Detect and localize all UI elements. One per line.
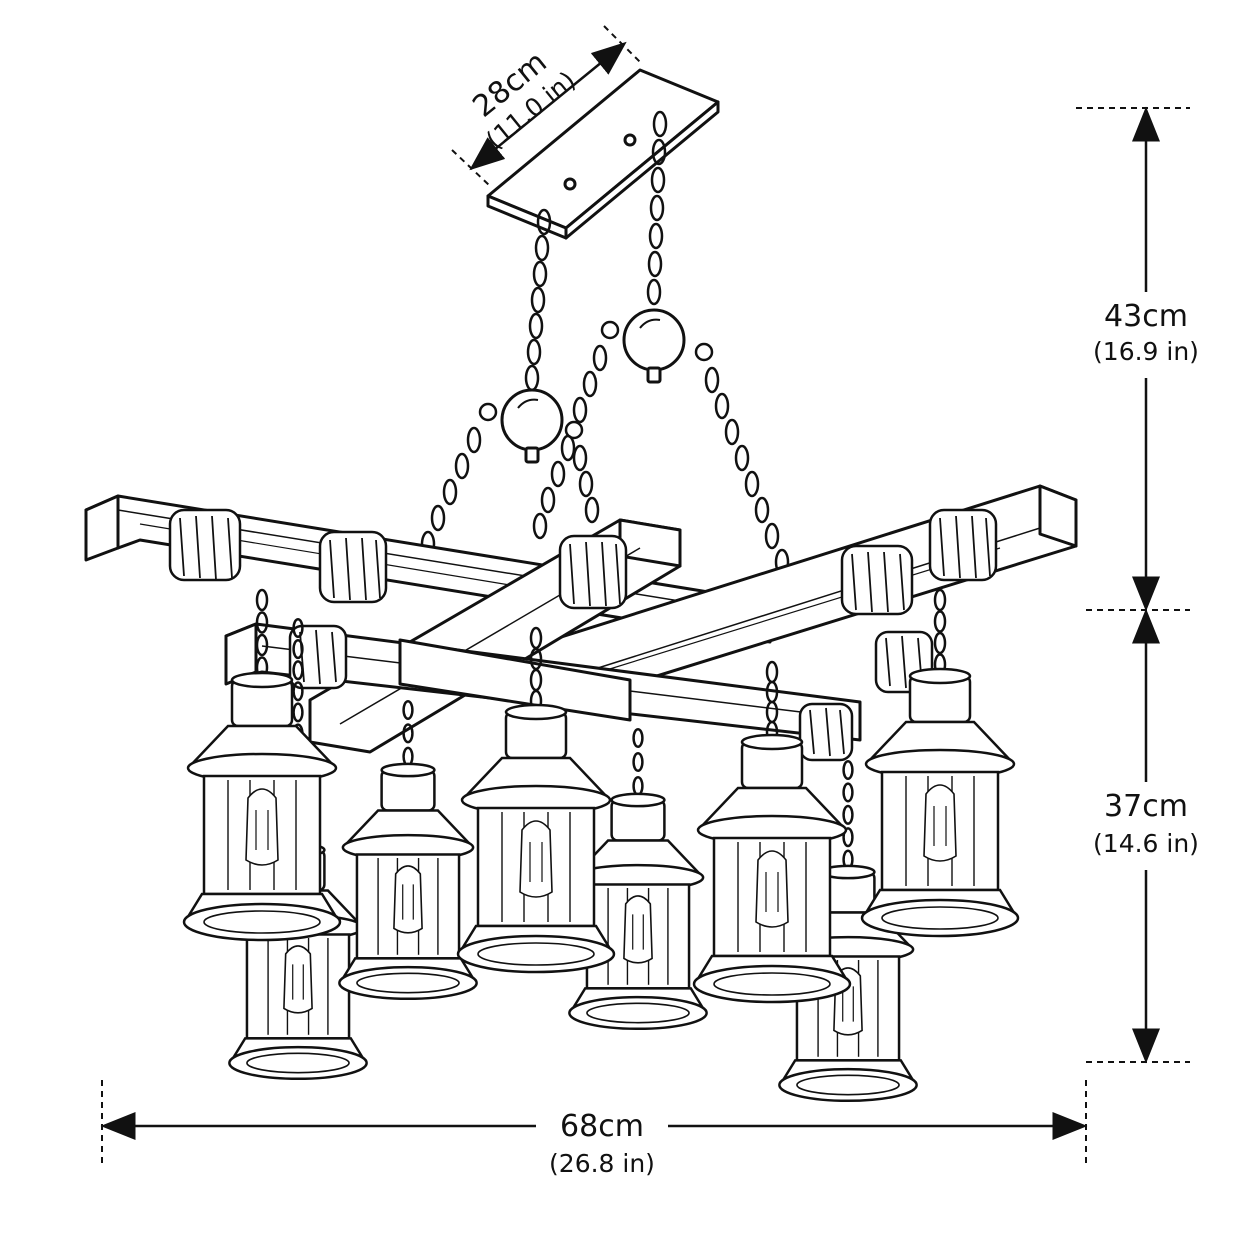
rope-wraps — [168, 508, 998, 762]
width-metric: 68cm — [560, 1109, 644, 1144]
rope-wrap-1 — [168, 508, 242, 582]
chain-left-ball-out — [420, 402, 498, 558]
lantern-8 — [860, 588, 1020, 938]
width-imperial: (26.8 in) — [549, 1149, 655, 1178]
chain-left-ball-in — [564, 420, 600, 524]
lantern-6 — [456, 626, 616, 974]
ball-right — [622, 308, 686, 384]
rope-wrap-5 — [928, 508, 998, 582]
lantern-4 — [568, 727, 708, 1031]
rope-wrap-3 — [558, 534, 628, 610]
lantern-5 — [182, 588, 342, 942]
lower-height-metric: 37cm — [1104, 789, 1188, 824]
chain-right-ball-in — [532, 320, 620, 540]
rope-wrap-8 — [798, 702, 854, 762]
chain-balls — [500, 308, 686, 464]
lower-height-imperial: (14.6 in) — [1093, 829, 1199, 858]
upper-height-metric: 43cm — [1104, 299, 1188, 334]
chain-left-upper — [524, 208, 552, 392]
suspension-chains — [420, 110, 790, 576]
rope-wrap-2 — [318, 530, 388, 604]
rope-wrap-4 — [840, 544, 914, 616]
chain-right-ball-out — [694, 342, 790, 576]
ball-left — [500, 388, 564, 464]
canopy-dimension-line — [469, 41, 627, 171]
lantern-7 — [692, 660, 852, 1004]
lantern-group — [182, 588, 1020, 1103]
beam-block-center — [398, 638, 632, 722]
rope-wrap-6 — [288, 624, 348, 690]
lantern-3 — [338, 699, 478, 1001]
upper-height-imperial: (16.9 in) — [1093, 337, 1199, 366]
dimension-lines — [100, 25, 1190, 1166]
canopy-extension-left — [451, 149, 491, 187]
chain-right-upper — [646, 110, 668, 306]
